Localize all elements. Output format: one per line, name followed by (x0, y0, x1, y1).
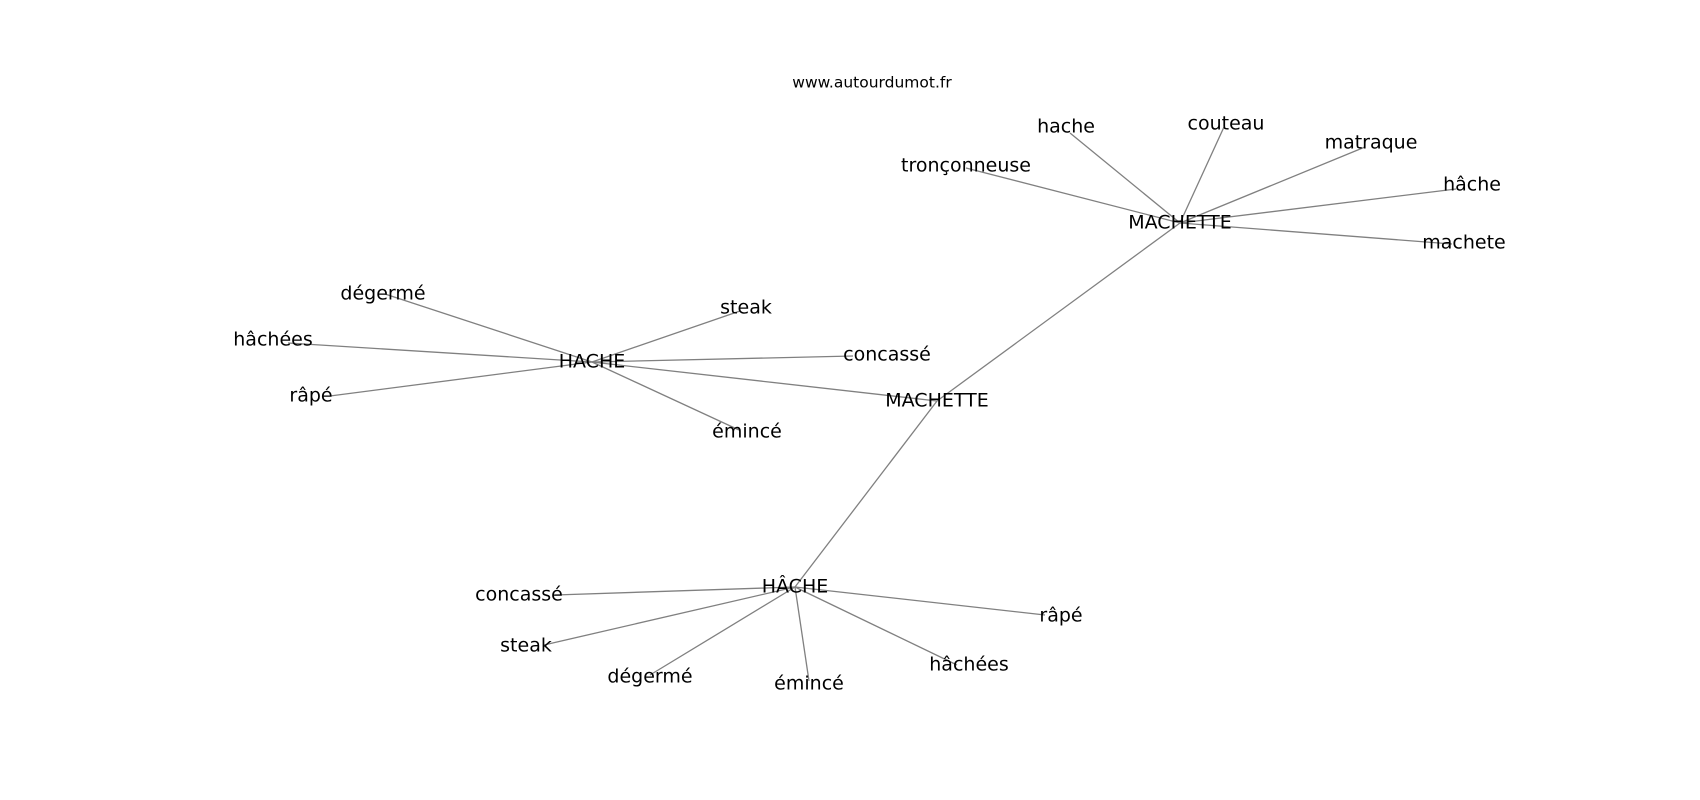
edge-machette_center-hache_circ (794, 400, 938, 588)
node-label-couteau-m-couteau: couteau (1188, 113, 1265, 135)
edge-machette_center-machette_top (936, 222, 1181, 402)
node-label-hachees-h-hachees: hâchées (233, 329, 312, 351)
edge-machette_center-hache_left (591, 361, 938, 402)
edge-hache_left-h_rape (329, 361, 593, 397)
node-label-concasse-c-concasse: concassé (475, 584, 563, 606)
node-label-steak-c-steak: steak (500, 635, 552, 657)
node-label-tronconneuse-m-tronconneuse: tronçonneuse (901, 155, 1031, 177)
node-label-steak-h-steak: steak (720, 297, 772, 319)
node-label-matraque-m-matraque: matraque (1325, 132, 1418, 154)
node-label-hache-hache-circ: HÂCHE (762, 575, 829, 598)
edge-hache_circ-c_degerme (649, 586, 796, 676)
node-label-hache-m-hache-circ: hâche (1443, 174, 1501, 196)
node-label-machette-machette-center: MACHETTE (885, 390, 989, 412)
node-label-rape-h-rape: râpé (289, 385, 332, 407)
edge-hache_left-h_emince (591, 361, 740, 431)
node-label-concasse-h-concasse: concassé (843, 344, 931, 366)
graph-edges (287, 126, 1457, 682)
edge-hache_left-h_hachees (287, 342, 593, 363)
node-label-rape-c-rape: râpé (1039, 605, 1082, 627)
edge-hache_circ-c_steak (543, 586, 796, 646)
edge-hache_circ-c_rape (794, 586, 1046, 616)
edge-hache_circ-c_emince (794, 586, 810, 682)
node-label-machette-machette-top: MACHETTE (1128, 212, 1232, 234)
node-label-degerme-c-degerme: dégermé (607, 666, 692, 688)
edge-hache_circ-c_hachees (794, 586, 958, 666)
node-label-emince-c-emince: émincé (774, 673, 844, 695)
edge-machette_top-m_machete (1179, 222, 1453, 245)
node-label-hache-hache-left: HACHE (559, 351, 626, 373)
edge-hache_left-h_concasse (591, 355, 854, 363)
node-label-hache-m-hache: hache (1037, 116, 1095, 138)
node-label-machete-m-machete: machete (1422, 232, 1505, 254)
node-label-degerme-h-degerme: dégermé (340, 283, 425, 305)
edge-hache_circ-c_concasse (554, 586, 796, 596)
node-label-emince-h-emince: émincé (712, 421, 782, 443)
edge-machette_top-m_matraque (1179, 146, 1366, 224)
edge-hache_left-h_degerme (384, 293, 593, 363)
source-label: www.autourdumot.fr (792, 74, 952, 92)
node-label-hachees-c-hachees: hâchées (929, 654, 1008, 676)
edge-hache_left-h_steak (591, 310, 741, 363)
edge-machette_top-m_couteau (1179, 126, 1225, 224)
graph-node-labels: MACHETTE MACHETTE HACHE HÂCHE hache couteau ma… (233, 113, 1505, 695)
edge-machette_top-m_hache (1069, 132, 1181, 224)
edge-machette_top-m_hache_circ (1179, 188, 1457, 224)
edge-machette_top-m_tronconneuse (965, 167, 1181, 224)
